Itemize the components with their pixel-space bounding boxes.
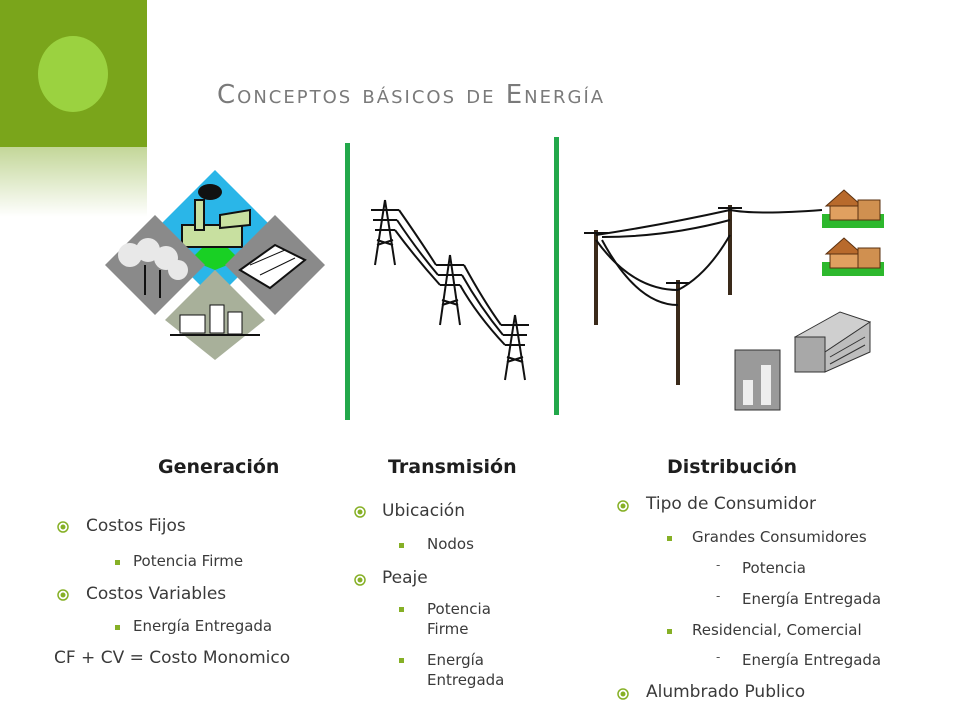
- heading-distribucion: Distribución: [667, 456, 798, 478]
- house-icon: [822, 237, 884, 276]
- heading-generacion: Generación: [158, 456, 280, 478]
- list-item: Peaje: [382, 568, 428, 588]
- corner-oval: [38, 36, 108, 112]
- bullet-icon: [115, 560, 120, 565]
- dash-icon: -: [716, 558, 721, 572]
- bullet-icon: [57, 589, 69, 601]
- list-item: Potencia: [742, 559, 806, 577]
- bullet-icon: [399, 658, 404, 663]
- list-item: Tipo de Consumidor: [646, 494, 816, 514]
- list-item: Costos Fijos: [86, 516, 186, 536]
- list-item: Potencia Firme: [427, 600, 491, 638]
- bullet-icon: [354, 574, 366, 586]
- bullet-icon: [57, 521, 69, 533]
- list-item: Energía Entregada: [742, 590, 882, 608]
- list-item: Energía Entregada: [133, 617, 273, 635]
- building-icon: [793, 311, 872, 373]
- transmission-towers-icon: [371, 199, 529, 381]
- list-item: Residencial, Comercial: [692, 621, 862, 639]
- bullet-icon: [617, 688, 629, 700]
- bullet-icon: [667, 536, 672, 541]
- list-item: Nodos: [427, 535, 474, 553]
- bullet-icon: [115, 625, 120, 630]
- heading-transmision: Transmisión: [388, 456, 517, 478]
- corner-fade: [0, 147, 147, 217]
- list-item: Grandes Consumidores: [692, 528, 867, 546]
- bullet-icon: [399, 543, 404, 548]
- house-icon: [822, 189, 884, 228]
- divider-right: [554, 137, 559, 415]
- list-item: Energía Entregada: [427, 651, 505, 689]
- divider-left: [345, 143, 350, 420]
- list-item: Energía Entregada: [742, 651, 882, 669]
- dash-icon: -: [716, 650, 721, 664]
- list-item: Costos Variables: [86, 584, 227, 604]
- slide-title: Conceptos básicos de Energía: [217, 80, 606, 110]
- bullet-icon: [354, 506, 366, 518]
- building-icon: [734, 349, 781, 411]
- bullet-icon: [399, 607, 404, 612]
- list-item: Potencia Firme: [133, 552, 244, 570]
- generation-collage-icon: [105, 170, 325, 360]
- formula: CF + CV = Costo Monomico: [54, 648, 291, 668]
- list-item: Ubicación: [382, 501, 465, 521]
- list-item: Alumbrado Publico: [646, 682, 806, 702]
- bullet-icon: [667, 629, 672, 634]
- distribution-poles-icon: [584, 205, 823, 385]
- bullet-icon: [617, 500, 629, 512]
- dash-icon: -: [716, 589, 721, 603]
